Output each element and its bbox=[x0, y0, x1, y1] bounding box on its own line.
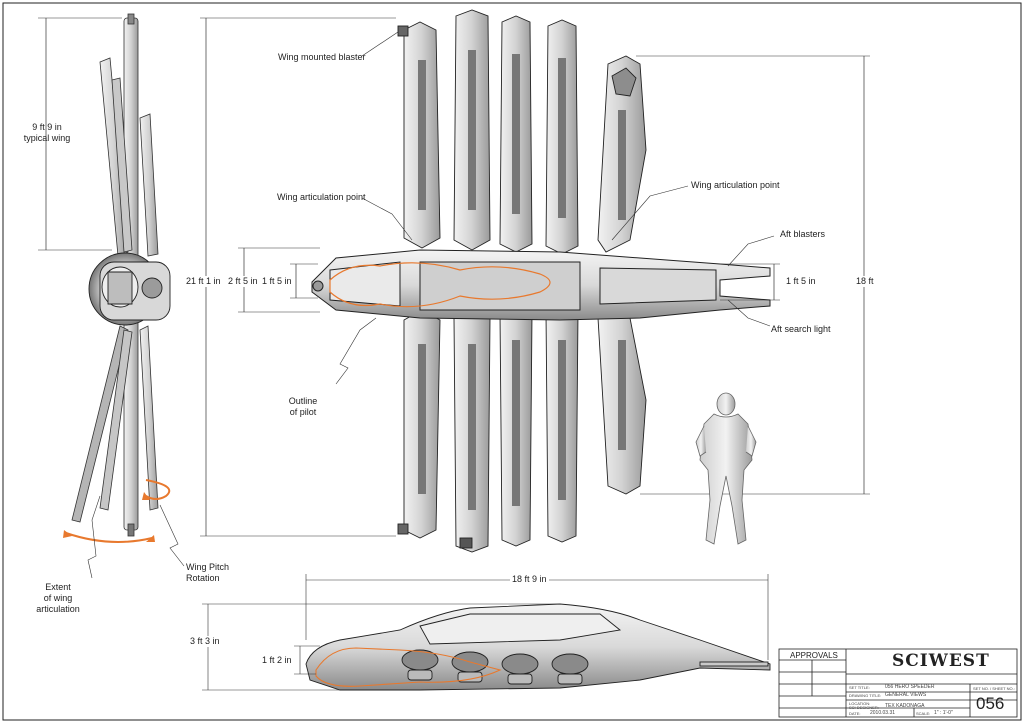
front-view-wings bbox=[71, 13, 159, 537]
body-height-outer-dimension: 2 ft 5 in bbox=[228, 276, 258, 287]
front-view bbox=[38, 13, 185, 579]
wing-pitch-rotation-arc bbox=[145, 479, 171, 500]
location-label: LOCATION: bbox=[849, 701, 871, 706]
drawing-title-value: GENERAL VIEWS bbox=[885, 692, 927, 698]
body-height-inner-dimension: 1 ft 5 in bbox=[262, 276, 292, 287]
wing-articulation-point-right-label: Wing articulation point bbox=[691, 180, 780, 190]
scale-value: 1" : 1'-0" bbox=[934, 710, 953, 716]
set-number-value: 056 bbox=[976, 694, 1005, 713]
designer-label: SCI DESIGNER: bbox=[849, 705, 879, 710]
scale-label: SCALE: bbox=[916, 711, 931, 716]
top-view-lower-wings bbox=[397, 303, 647, 553]
typical-wing-dimension-caption: typical wing bbox=[23, 133, 71, 143]
aft-height-dimension: 1 ft 5 in bbox=[786, 276, 816, 286]
top-view bbox=[200, 9, 870, 553]
date-value: 2010.03.31 bbox=[870, 710, 896, 716]
typical-wing-dimension-label: 9 ft 9 in typical wing bbox=[8, 122, 86, 144]
top-view-fuselage bbox=[311, 249, 771, 321]
side-inner-height-dimension: 1 ft 2 in bbox=[262, 655, 292, 665]
pilot-outline-side bbox=[315, 647, 502, 687]
date-label: DATE: bbox=[849, 711, 861, 716]
set-title-value: 056 HERO SPEEDER bbox=[885, 684, 935, 690]
aft-search-light-label: Aft search light bbox=[771, 324, 831, 334]
extent-of-wing-articulation-label: Extent of wing articulation bbox=[36, 582, 80, 614]
wing-articulation-extent-arc bbox=[65, 532, 153, 543]
outline-of-pilot-label: Outline of pilot bbox=[288, 396, 318, 417]
front-view-hull bbox=[88, 252, 171, 326]
side-view bbox=[305, 603, 771, 691]
designer-value: TEX KADONAGA bbox=[885, 703, 925, 709]
drawing-title-label: DRAWING TITLE: bbox=[849, 693, 882, 698]
aft-blasters-label: Aft blasters bbox=[780, 229, 826, 239]
approvals-heading: APPROVALS bbox=[790, 651, 838, 660]
span-total-dimension: 21 ft 1 in bbox=[186, 276, 221, 287]
top-view-upper-wings bbox=[397, 9, 647, 255]
wing-height-dimension: 18 ft bbox=[856, 276, 874, 287]
side-length-dimension: 18 ft 9 in bbox=[510, 574, 549, 585]
side-height-dimension: 3 ft 3 in bbox=[190, 636, 220, 647]
typical-wing-dimension-value: 9 ft 9 in bbox=[32, 122, 62, 132]
title-block-frame bbox=[778, 648, 1018, 718]
wing-pitch-rotation-label: Wing Pitch Rotation bbox=[186, 562, 230, 583]
sciwest-logo: SCIWEST bbox=[892, 651, 990, 671]
pilot-outline bbox=[329, 262, 551, 308]
set-title-label: SET TITLE: bbox=[849, 685, 870, 690]
set-number-label: SET NO. / SHEET NO.: bbox=[973, 686, 1015, 691]
wing-mounted-blaster-label: Wing mounted blaster bbox=[278, 52, 366, 62]
wing-articulation-point-left-label: Wing articulation point bbox=[277, 192, 366, 202]
human-scale-figure bbox=[695, 392, 757, 545]
